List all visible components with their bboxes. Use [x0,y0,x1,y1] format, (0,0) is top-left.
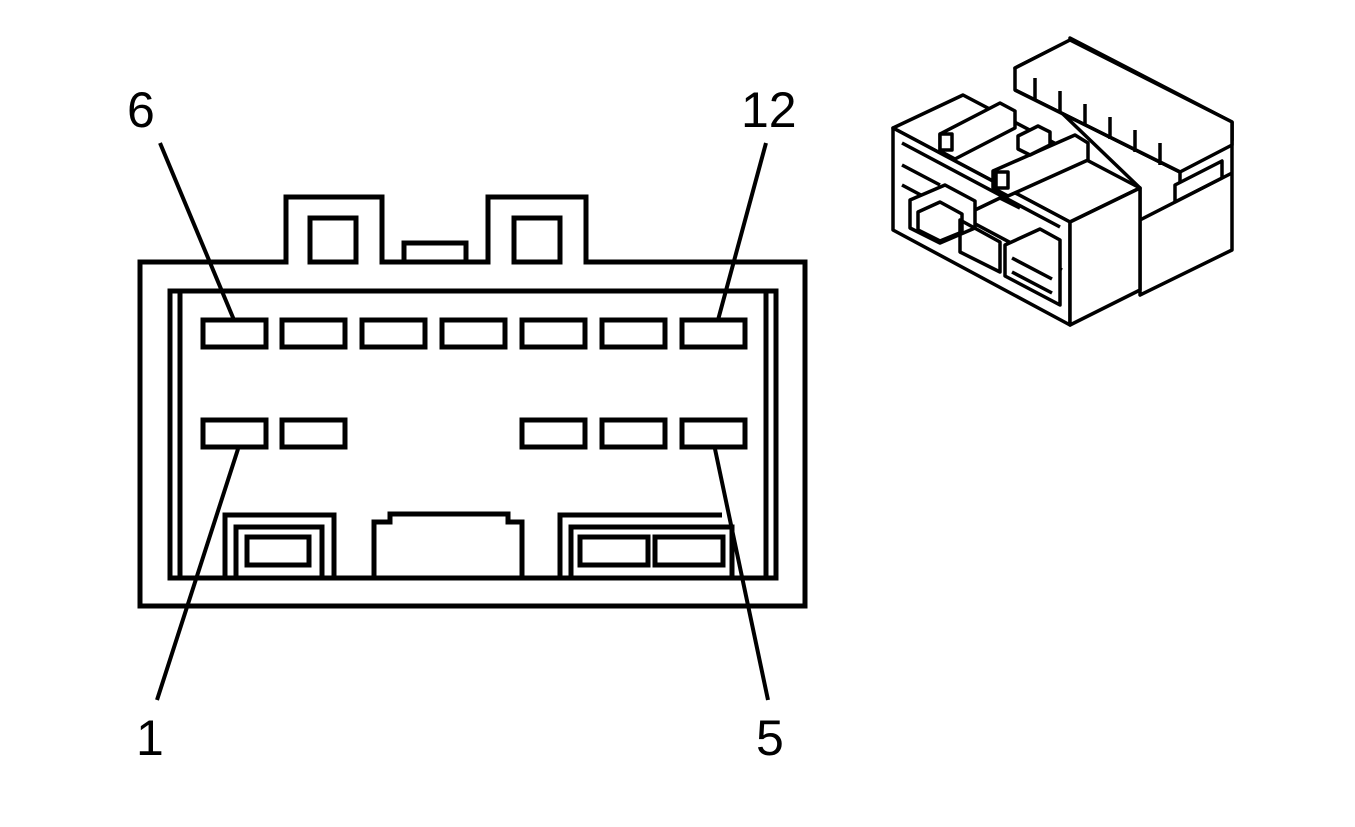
terminal-cavity-4 [599,417,668,450]
lower-key-right [557,512,735,578]
terminal-cavity-2 [279,417,348,450]
terminal-cavity-5 [679,417,748,450]
terminal-cavity-11 [599,317,668,350]
terminal-row-bottom [200,417,748,450]
terminal-row-top [200,317,748,350]
lower-key-left [222,512,337,578]
pin-label-6: 6 [127,82,155,138]
pin-label-12: 12 [741,82,797,138]
terminal-cavity-3 [519,417,588,450]
terminal-cavity-6 [200,317,269,350]
connector-face-view: 6 12 1 5 [127,82,808,766]
terminal-cavity-8 [359,317,428,350]
lower-center-key [371,511,525,578]
leader-line-12 [716,142,768,321]
terminal-cavity-1 [200,417,269,450]
connector-outer-shell [137,194,808,609]
terminal-cavity-7 [279,317,348,350]
terminal-cavity-9 [439,317,508,350]
latch-window-right [511,215,563,265]
inner-cavity [167,288,779,581]
terminal-cavity-10 [519,317,588,350]
leader-line-1 [155,448,240,701]
pin-label-1: 1 [136,710,164,766]
latch-window-left [307,215,359,265]
connector-isometric-view [891,36,1234,327]
leader-line-6 [158,142,236,321]
center-lug [401,240,469,262]
pin-label-5: 5 [756,710,784,766]
leader-line-5 [713,448,770,701]
terminal-cavity-12 [679,317,748,350]
